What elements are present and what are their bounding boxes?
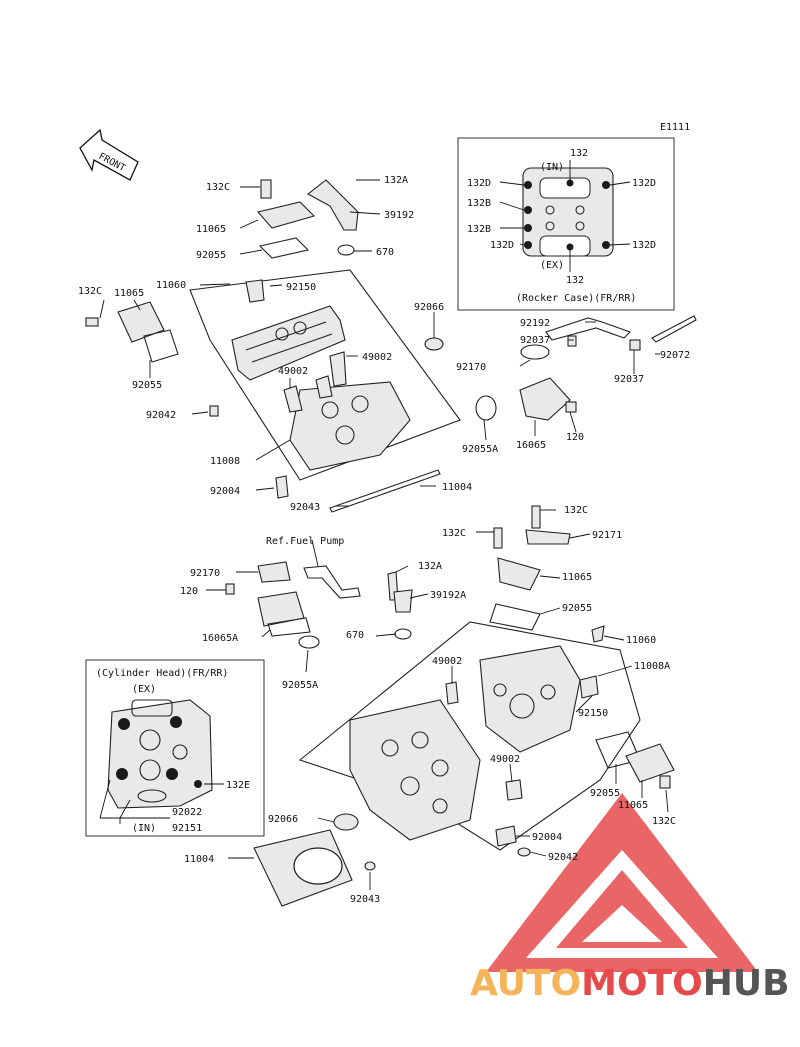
label-92043-1: 92043 (290, 502, 320, 513)
rocker-part-132b-2: 132B (467, 224, 491, 235)
label-92043-2: 92043 (350, 894, 380, 905)
rocker-case-inset: 132 (IN) 132D 132D 132B 132B 132D 132D (… (457, 137, 675, 311)
label-49002-2: 49002 (278, 366, 308, 377)
rocker-ex-label: (EX) (540, 260, 564, 271)
cylinder-head-title: (Cylinder Head)(FR/RR) (96, 668, 228, 679)
rocker-in-label: (IN) (540, 162, 564, 173)
cylinder-head-part-92151: 92151 (172, 823, 202, 834)
diagram-id: E1111 (660, 122, 690, 133)
label-92004-1: 92004 (210, 486, 240, 497)
label-92066-1: 92066 (414, 302, 444, 313)
label-132c-5: 132C (652, 816, 676, 827)
rocker-case-caption: (Rocker Case)(FR/RR) (516, 293, 636, 304)
rocker-part-132d-4: 132D (632, 240, 656, 251)
label-11065-2: 11065 (114, 288, 144, 299)
front-direction-arrow: FRONT (79, 128, 139, 181)
label-16065a: 16065A (202, 633, 238, 644)
label-92055-4: 92055 (590, 788, 620, 799)
cylinder-head-inset: (Cylinder Head)(FR/RR) (EX) 132E 92022 (… (85, 659, 265, 837)
label-132c-1: 132C (206, 182, 230, 193)
label-92055-2: 92055 (132, 380, 162, 391)
label-92170-2: 92170 (190, 568, 220, 579)
label-11060-1: 11060 (156, 280, 186, 291)
label-92066-2: 92066 (268, 814, 298, 825)
label-49002-3: 49002 (432, 656, 462, 667)
cylinder-head-part-132e: 132E (226, 780, 250, 791)
label-16065: 16065 (516, 440, 546, 451)
label-120-2: 120 (180, 586, 198, 597)
label-11065-3: 11065 (562, 572, 592, 583)
label-670-2: 670 (346, 630, 364, 641)
cylinder-head-part-92022: 92022 (172, 807, 202, 818)
label-92055-3: 92055 (562, 603, 592, 614)
label-132c-4: 132C (442, 528, 466, 539)
rocker-part-132d-1: 132D (467, 178, 491, 189)
label-ref-fuel-pump: Ref.Fuel Pump (266, 536, 344, 547)
label-92170-1: 92170 (456, 362, 486, 373)
label-39192: 39192 (384, 210, 414, 221)
label-92004-2: 92004 (532, 832, 562, 843)
label-92055a-1: 92055A (462, 444, 498, 455)
label-92055a-2: 92055A (282, 680, 318, 691)
label-92055-1: 92055 (196, 250, 226, 261)
label-11008: 11008 (210, 456, 240, 467)
rocker-part-132-bottom: 132 (566, 275, 584, 286)
label-49002-1: 49002 (362, 352, 392, 363)
rocker-part-132b-1: 132B (467, 198, 491, 209)
front-cylinder-head-assembly (206, 505, 675, 907)
label-11004-2: 11004 (184, 854, 214, 865)
label-132c-2: 132C (78, 286, 102, 297)
label-11004-1: 11004 (442, 482, 472, 493)
label-670-1: 670 (376, 247, 394, 258)
label-11065-1: 11065 (196, 224, 226, 235)
rocker-part-132d-3: 132D (490, 240, 514, 251)
watermark-text: AUTOMOTOHUB (470, 963, 790, 1004)
label-92042-1: 92042 (146, 410, 176, 421)
label-92150-2: 92150 (578, 708, 608, 719)
label-11008a: 11008A (634, 661, 670, 672)
rocker-part-132d-2: 132D (632, 178, 656, 189)
label-92150-1: 92150 (286, 282, 316, 293)
label-120-1: 120 (566, 432, 584, 443)
label-11060-2: 11060 (626, 635, 656, 646)
label-92037-2: 92037 (614, 374, 644, 385)
watermark-hub: HUB (703, 963, 790, 1004)
rear-cylinder-head-assembly (85, 179, 697, 513)
automotohub-watermark-logo (486, 793, 758, 972)
watermark-moto: MOTO (581, 963, 703, 1004)
label-92042-2: 92042 (548, 852, 578, 863)
label-132c-3: 132C (564, 505, 588, 516)
label-39192a: 39192A (430, 590, 466, 601)
watermark-auto: AUTO (470, 963, 581, 1004)
label-92037-1: 92037 (520, 335, 550, 346)
label-92171: 92171 (592, 530, 622, 541)
label-132a-1: 132A (384, 175, 408, 186)
label-49002-4: 49002 (490, 754, 520, 765)
cylinder-head-ex-label: (EX) (132, 684, 156, 695)
label-11065-4: 11065 (618, 800, 648, 811)
cylinder-head-in-label: (IN) (132, 823, 156, 834)
label-92072: 92072 (660, 350, 690, 361)
label-132a-2: 132A (418, 561, 442, 572)
label-92192: 92192 (520, 318, 550, 329)
rocker-part-132-top: 132 (570, 148, 588, 159)
